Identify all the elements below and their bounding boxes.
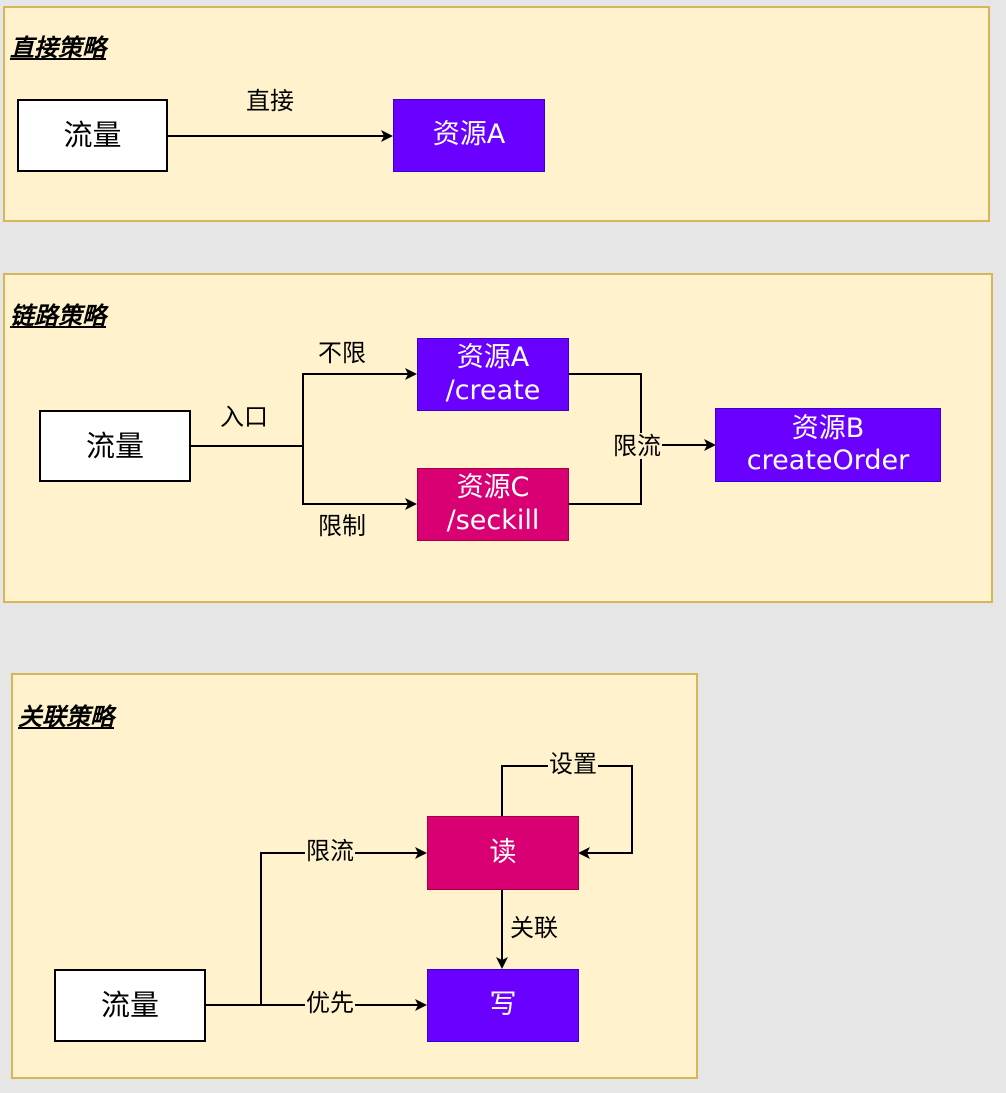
direct-strategy-title: 直接策略 xyxy=(10,34,106,62)
direct-resource-a-node: 资源A xyxy=(393,99,545,172)
edge-c-out xyxy=(568,445,642,505)
chain-resource-a-name: 资源A xyxy=(456,342,530,374)
related-relate-label: 关联 xyxy=(510,914,558,942)
related-priority-label: 优先 xyxy=(305,989,355,1017)
chain-resource-c-name: 资源C xyxy=(456,472,530,504)
edge-read-throttle xyxy=(205,847,427,1006)
chain-unlimited-label: 不限 xyxy=(318,339,366,367)
chain-source-node: 流量 xyxy=(39,410,191,482)
related-source-node: 流量 xyxy=(54,969,206,1042)
related-write-node: 写 xyxy=(427,969,579,1042)
direct-source-label: 流量 xyxy=(63,118,122,153)
related-strategy-title: 关联策略 xyxy=(18,703,114,731)
chain-resource-b-node: 资源B createOrder xyxy=(715,408,941,482)
related-source-label: 流量 xyxy=(100,988,159,1023)
chain-source-label: 流量 xyxy=(85,428,144,463)
related-throttle-label: 限流 xyxy=(305,837,355,865)
chain-resource-a-path: /create xyxy=(445,374,541,406)
related-write-label: 写 xyxy=(489,989,517,1021)
related-read-node: 读 xyxy=(427,816,579,890)
chain-strategy-title: 链路策略 xyxy=(10,302,106,330)
edge-limit xyxy=(302,446,417,510)
direct-edge-label: 直接 xyxy=(246,87,294,115)
chain-entry-label: 入口 xyxy=(220,403,268,431)
direct-resource-a-label: 资源A xyxy=(432,119,506,151)
chain-throttle-label: 限流 xyxy=(612,432,662,460)
chain-resource-b-name: 资源B xyxy=(791,412,865,444)
chain-resource-c-node: 资源C /seckill xyxy=(417,468,569,541)
direct-source-node: 流量 xyxy=(17,99,168,172)
related-setting-label: 设置 xyxy=(548,750,598,778)
edge-unlimited xyxy=(302,368,417,446)
chain-resource-a-node: 资源A /create xyxy=(417,338,569,411)
chain-resource-c-path: /seckill xyxy=(446,504,540,536)
chain-resource-b-path: createOrder xyxy=(746,445,910,476)
chain-limit-label: 限制 xyxy=(318,512,366,540)
edge-setting xyxy=(501,765,633,859)
edge-a-out xyxy=(568,373,642,445)
related-read-label: 读 xyxy=(489,836,517,868)
